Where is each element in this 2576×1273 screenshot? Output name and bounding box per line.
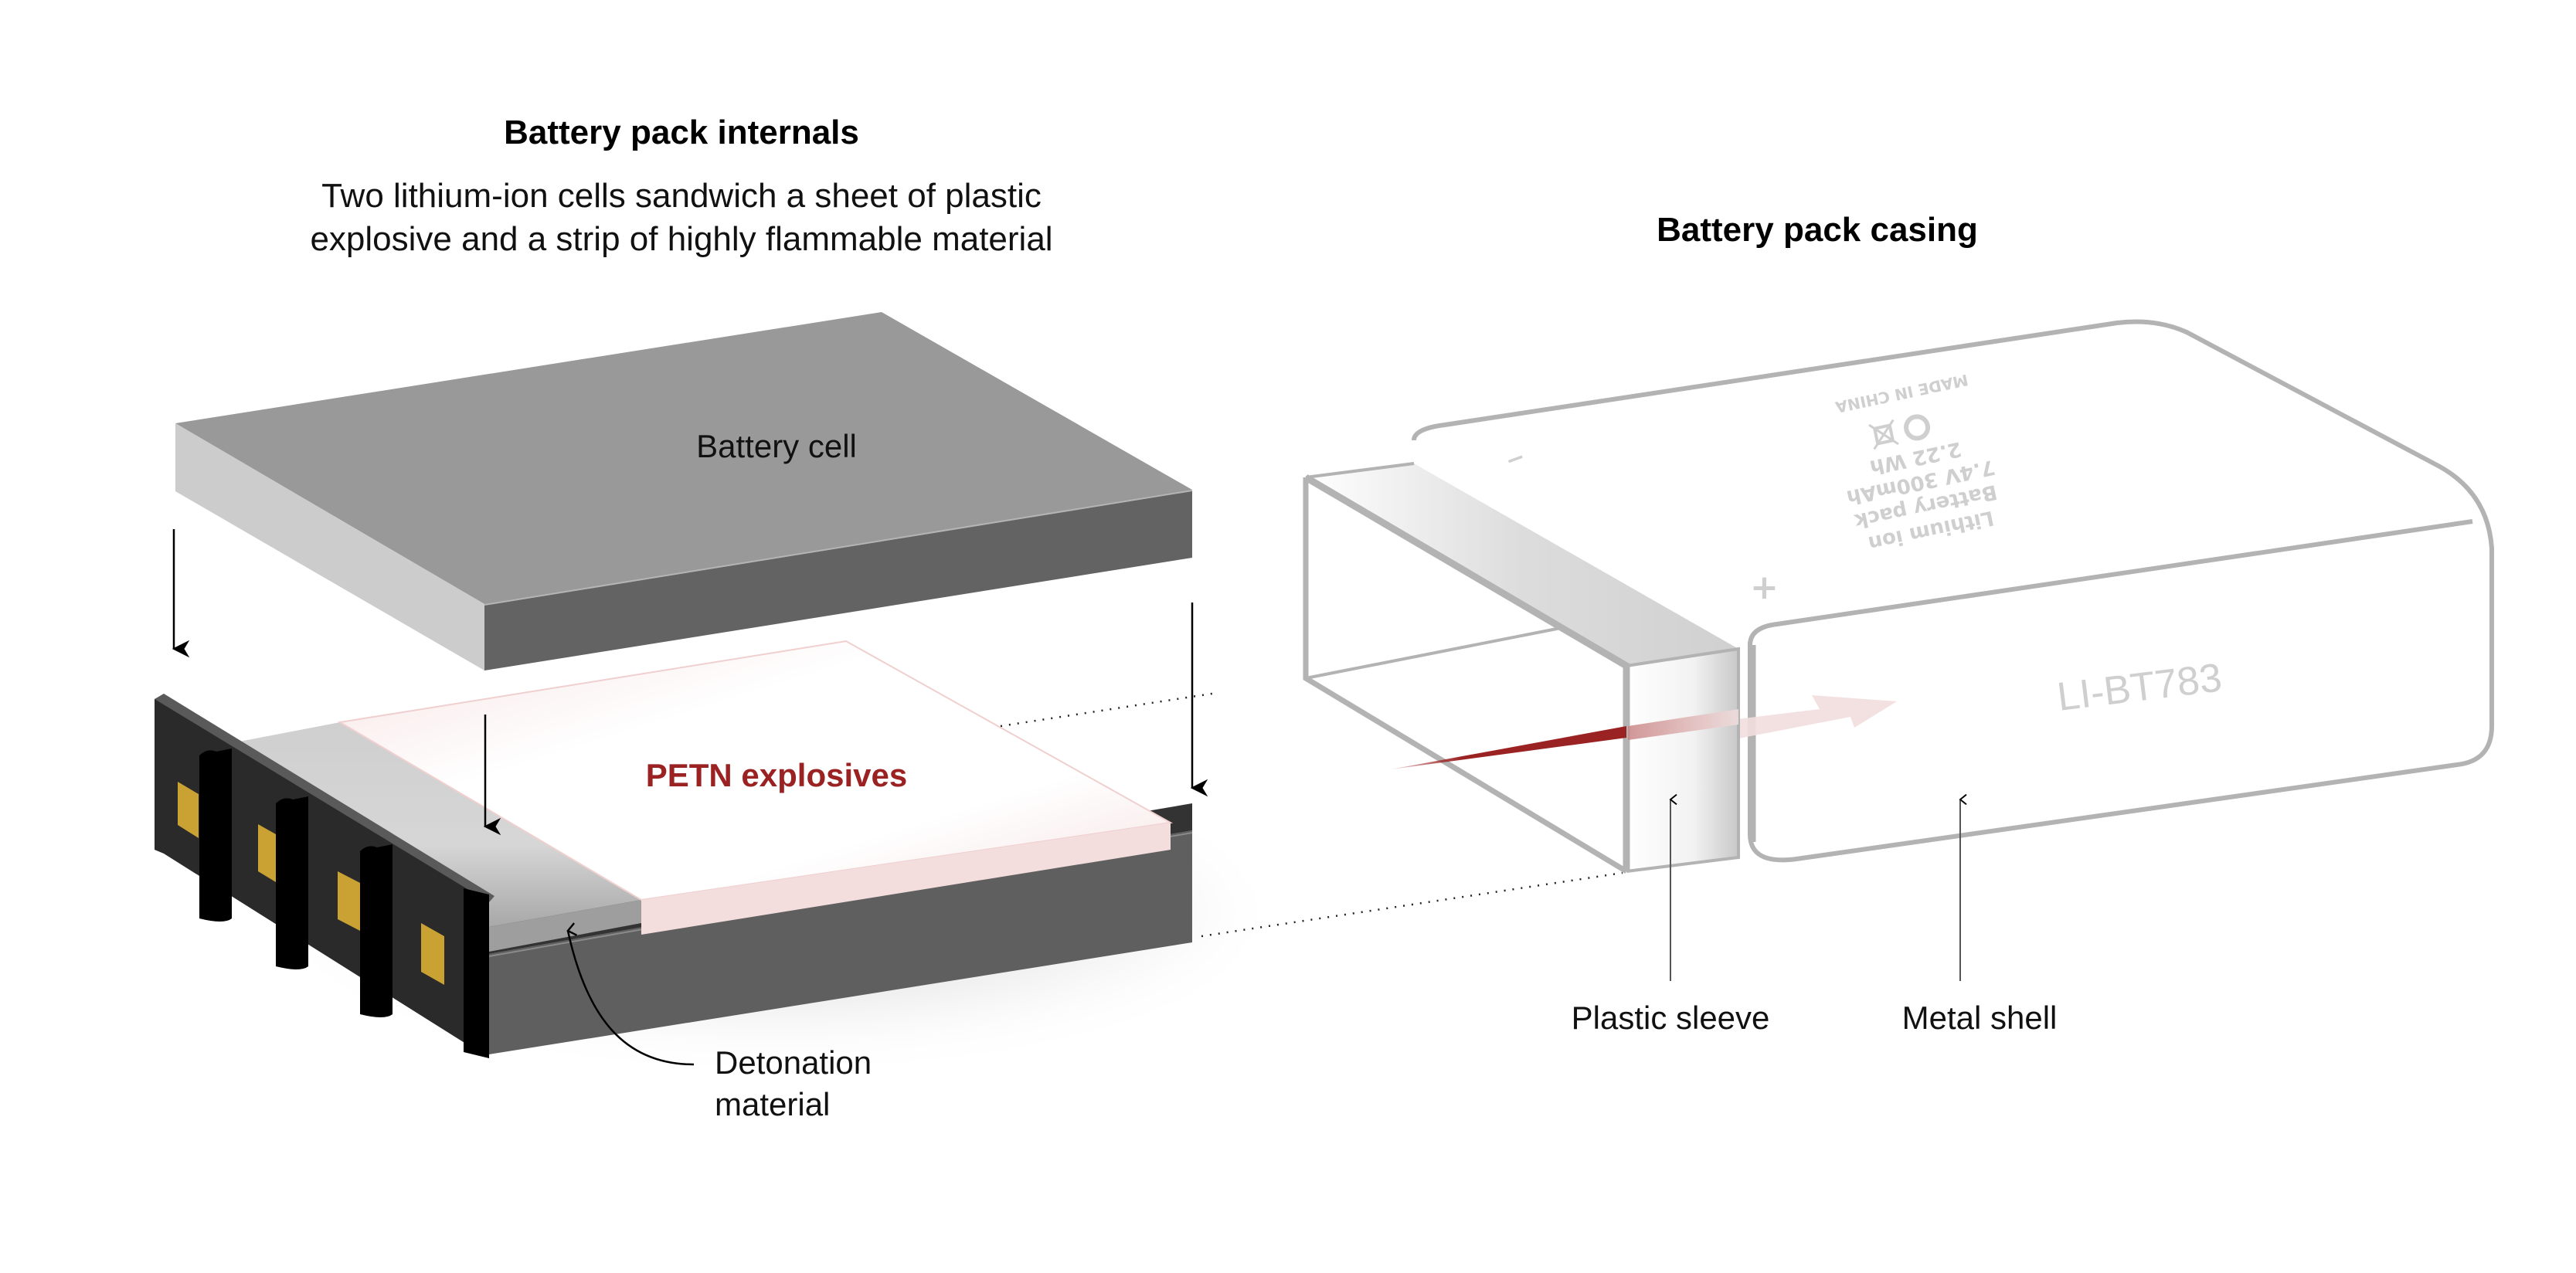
slide-arrow-through-sleeve xyxy=(1628,709,1738,740)
top-cell-side-face xyxy=(175,423,484,670)
plastic-sleeve xyxy=(1303,462,1740,874)
sleeve-inner-edge xyxy=(1305,626,1565,680)
petn-label: PETN explosives xyxy=(646,757,907,793)
plus-terminal-mark: + xyxy=(1750,568,1779,607)
detonation-pointer xyxy=(566,922,695,1066)
connector-block xyxy=(155,694,494,1058)
guide-line-top xyxy=(1000,691,1218,728)
terminal-contact-1 xyxy=(178,782,199,838)
petn-sheet: PETN explosives xyxy=(338,640,1174,935)
recycle-icon xyxy=(1904,414,1931,441)
internals-title: Battery pack internals xyxy=(504,114,859,151)
internals-subtitle-line1: Two lithium-ion cells sandwich a sheet o… xyxy=(321,177,1042,215)
top-cell-front-face xyxy=(484,490,1192,670)
sleeve-end-outline xyxy=(1626,647,1740,873)
plastic-sleeve-label: Plastic sleeve xyxy=(1572,1000,1770,1036)
connector-rib-2 xyxy=(276,796,308,969)
internals-heading: Battery pack internals Two lithium-ion c… xyxy=(310,114,1052,258)
sleeve-back-top-edge xyxy=(1305,462,1415,479)
detonation-label-line1: Detonation xyxy=(715,1044,872,1081)
slide-arrow-tail xyxy=(1391,726,1626,769)
shell-outline xyxy=(1412,319,2494,863)
terminal-contact-3 xyxy=(338,871,360,931)
top-cell-edge-highlight xyxy=(484,490,1193,606)
connector-rib-1 xyxy=(199,749,232,922)
detonation-strip xyxy=(240,722,641,952)
petn-sheet-front xyxy=(641,823,1171,935)
connector-rib-3 xyxy=(360,844,393,1017)
sleeve-top-face xyxy=(1306,463,1738,666)
detonation-strip-top xyxy=(240,722,641,927)
detonation-strip-front xyxy=(489,900,641,952)
casing-title: Battery pack casing xyxy=(1657,211,1978,249)
connector-top-edge xyxy=(155,694,494,902)
guide-line-bottom xyxy=(1201,871,1623,938)
sleeve-end-face xyxy=(1626,649,1738,871)
bottom-cell-front-face xyxy=(489,830,1192,1054)
connector-end-cap xyxy=(464,888,489,1058)
detonation-label-line2: material xyxy=(715,1086,830,1122)
weee-bin-icon xyxy=(1868,419,1899,450)
metal-shell-label: Metal shell xyxy=(1902,1000,2058,1036)
internals-subtitle-line2: explosive and a strip of highly flammabl… xyxy=(310,220,1052,258)
connector-back-plate xyxy=(155,697,489,1058)
terminal-contact-4 xyxy=(421,923,444,985)
terminal-contact-2 xyxy=(258,824,276,882)
top-cell-top-face xyxy=(175,312,1192,604)
shell-top-front-edge xyxy=(1748,519,2473,646)
top-battery-cell: Battery cell xyxy=(175,312,1193,670)
slide-arrow-head xyxy=(1731,695,1897,740)
battery-cell-label: Battery cell xyxy=(696,428,857,464)
metal-shell: Lithium ion Battery pack 7.4V 300mAh 2.2… xyxy=(1412,319,2494,863)
